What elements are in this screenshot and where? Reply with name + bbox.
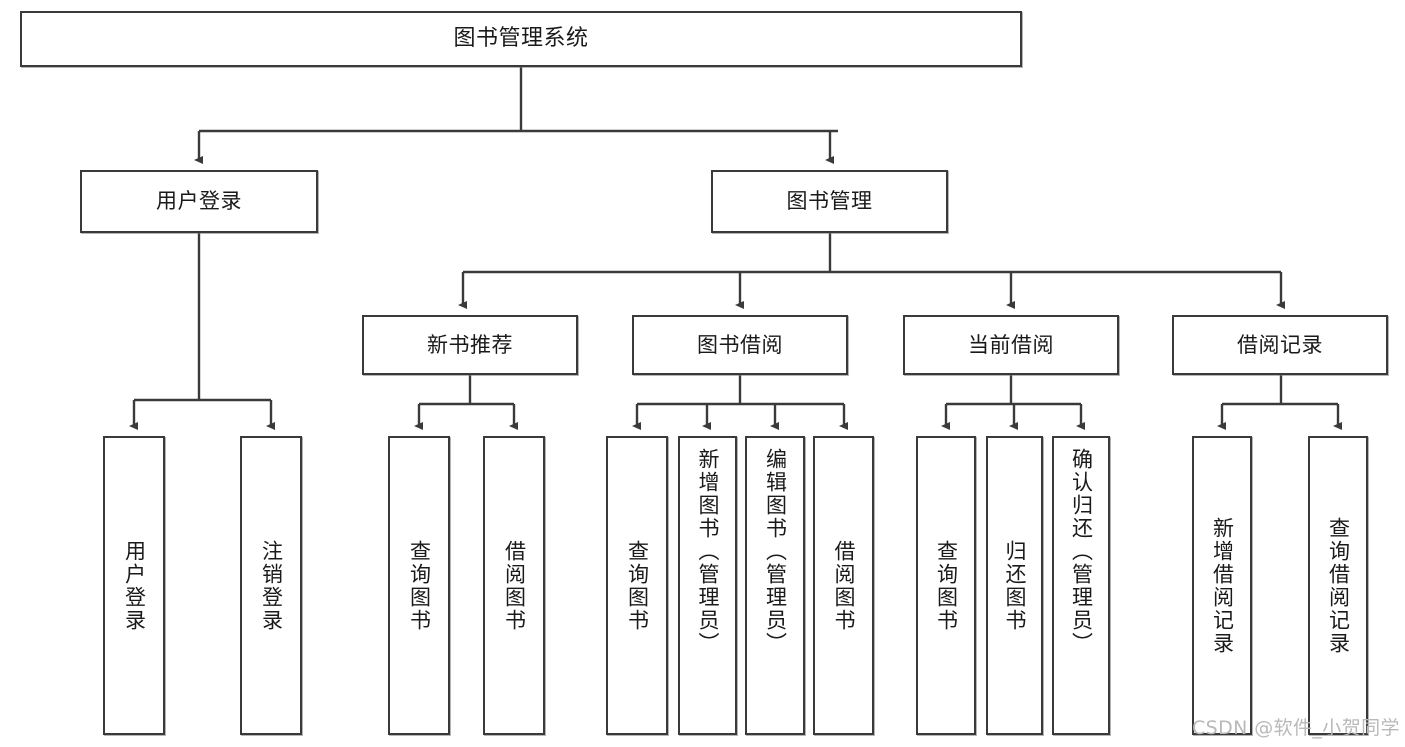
- leaf-query-borrow-record-label: 查询借阅记录: [1326, 516, 1351, 655]
- leaf-add-book-admin-label: 新增图书（管理员）: [695, 448, 720, 655]
- leaf-borrow-book-recommend-label: 借阅图书: [502, 539, 527, 632]
- node-root[interactable]: 图书管理系统: [20, 11, 1022, 67]
- leaf-edit-book-admin-label: 编辑图书（管理员）: [763, 448, 788, 655]
- leaf-logout-label: 注销登录: [259, 539, 284, 632]
- leaf-add-book-admin[interactable]: 新增图书（管理员）: [678, 436, 737, 735]
- node-root-label: 图书管理系统: [453, 26, 589, 52]
- leaf-borrow-book-recommend[interactable]: 借阅图书: [483, 436, 545, 735]
- leaf-confirm-return-admin-label: 确认归还（管理员）: [1069, 448, 1094, 655]
- leaf-add-borrow-record[interactable]: 新增借阅记录: [1192, 436, 1252, 735]
- node-user-login-label: 用户登录: [156, 189, 242, 214]
- leaf-borrow-book[interactable]: 借阅图书: [813, 436, 874, 735]
- leaf-return-book-label: 归还图书: [1002, 539, 1027, 632]
- node-book-borrow[interactable]: 图书借阅: [632, 315, 848, 375]
- leaf-logout[interactable]: 注销登录: [240, 436, 302, 735]
- leaf-query-book-recommend-label: 查询图书: [407, 539, 432, 632]
- leaf-query-book-recommend[interactable]: 查询图书: [388, 436, 450, 735]
- node-new-book-recommend-label: 新书推荐: [427, 332, 513, 357]
- node-borrow-record[interactable]: 借阅记录: [1172, 315, 1388, 375]
- leaf-user-login-label: 用户登录: [122, 539, 147, 632]
- leaf-user-login[interactable]: 用户登录: [103, 436, 165, 735]
- watermark: CSDN @软件_小贺同学: [1192, 717, 1400, 739]
- leaf-edit-book-admin[interactable]: 编辑图书（管理员）: [745, 436, 805, 735]
- node-new-book-recommend[interactable]: 新书推荐: [362, 315, 578, 375]
- node-user-login[interactable]: 用户登录: [80, 170, 318, 233]
- node-current-borrow[interactable]: 当前借阅: [903, 315, 1119, 375]
- node-borrow-record-label: 借阅记录: [1237, 332, 1323, 357]
- leaf-query-borrow-record[interactable]: 查询借阅记录: [1308, 436, 1368, 735]
- node-book-borrow-label: 图书借阅: [697, 332, 783, 357]
- leaf-return-book[interactable]: 归还图书: [986, 436, 1043, 735]
- leaf-query-book-current[interactable]: 查询图书: [916, 436, 976, 735]
- node-current-borrow-label: 当前借阅: [968, 332, 1054, 357]
- node-book-management-label: 图书管理: [786, 189, 873, 214]
- leaf-query-book-current-label: 查询图书: [934, 539, 959, 632]
- node-book-management[interactable]: 图书管理: [711, 170, 948, 233]
- leaf-query-book-borrow-label: 查询图书: [625, 539, 650, 632]
- leaf-add-borrow-record-label: 新增借阅记录: [1210, 516, 1235, 655]
- leaf-confirm-return-admin[interactable]: 确认归还（管理员）: [1052, 436, 1110, 735]
- leaf-borrow-book-label: 借阅图书: [831, 539, 856, 632]
- leaf-query-book-borrow[interactable]: 查询图书: [606, 436, 668, 735]
